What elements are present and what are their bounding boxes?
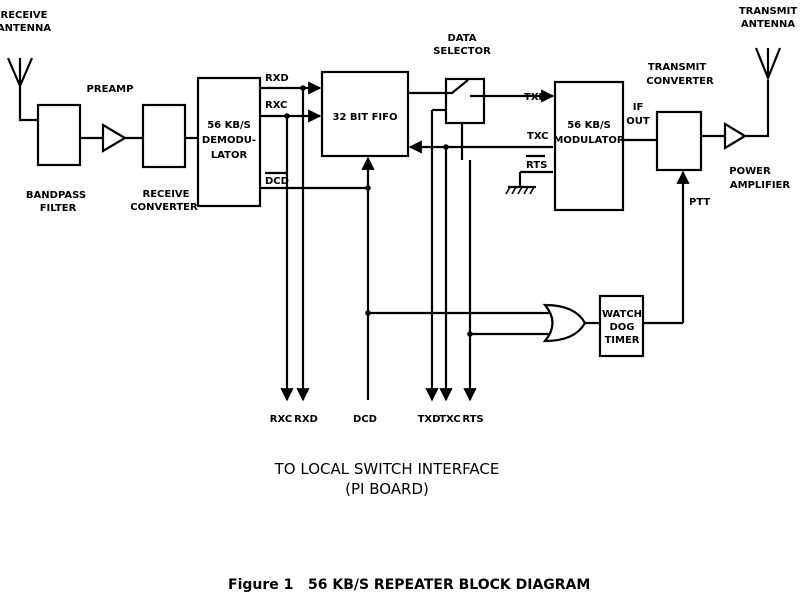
power-amplifier-label-2: AMPLIFIER: [730, 180, 790, 191]
fifo-block: [320, 70, 410, 158]
signal-txc-label: TXC: [527, 131, 549, 142]
demodulator-label-2: DEMODU-: [202, 135, 256, 146]
power-amplifier-label-1: POWER: [729, 166, 771, 177]
signal-dcd-label: DCD: [265, 176, 289, 187]
bottom-rxd-label: RXD: [294, 414, 318, 425]
signal-rts-label: RTS: [526, 160, 547, 171]
receive-converter-block: [141, 103, 187, 169]
watchdog-label-1: WATCH: [602, 309, 642, 320]
receive-antenna-label-2: ANTENNA: [0, 23, 51, 34]
watchdog-label-2: DOG: [609, 322, 634, 333]
bottom-rxc-label: RXC: [270, 414, 292, 425]
data-selector-label-2: SELECTOR: [433, 46, 491, 57]
receive-antenna-label-1: RECEIVE: [1, 10, 48, 21]
bandpass-filter-label-1: BANDPASS: [26, 190, 86, 201]
bandpass-filter-block: [36, 103, 82, 167]
demodulator-label-3: LATOR: [211, 150, 248, 161]
modulator-label-2: MODULATOR: [553, 135, 625, 146]
signal-rxd-label: RXD: [265, 73, 289, 84]
power-amplifier-triangle-icon: [723, 122, 748, 150]
figure-caption: Figure 1 56 KB/S REPEATER BLOCK DIAGRAM: [228, 577, 590, 593]
bottom-dcd-label: DCD: [353, 414, 377, 425]
modulator-label-1: 56 KB/S: [567, 120, 611, 131]
transmit-antenna-label-2: ANTENNA: [741, 19, 795, 30]
receive-converter-label-1: RECEIVE: [143, 189, 190, 200]
demodulator-label-1: 56 KB/S: [207, 120, 251, 131]
preamp-triangle-icon: [101, 123, 128, 153]
watchdog-label-3: TIMER: [604, 335, 639, 346]
if-out-label-2: OUT: [626, 116, 650, 127]
ptt-label: PTT: [689, 197, 710, 208]
if-out-label-1: IF: [633, 102, 644, 113]
preamp-label: PREAMP: [87, 84, 134, 95]
signal-rxc-label: RXC: [265, 100, 287, 111]
modulator-block: [553, 80, 625, 212]
signal-txd-label: TXD: [524, 92, 547, 103]
transmit-converter-label-1: TRANSMIT: [648, 62, 707, 73]
demodulator-block: [196, 76, 262, 208]
bottom-rts-label: RTS: [462, 414, 483, 425]
transmit-antenna-icon: [745, 47, 782, 138]
bottom-txd-label: TXD: [418, 414, 441, 425]
data-selector-label-1: DATA: [447, 33, 476, 44]
transmit-converter-label-2: CONVERTER: [646, 76, 714, 87]
receive-converter-label-2: CONVERTER: [130, 202, 198, 213]
fifo-label: 32 BIT FIFO: [333, 112, 398, 123]
bandpass-filter-label-2: FILTER: [40, 203, 77, 214]
transmit-antenna-label-1: TRANSMIT: [739, 6, 798, 17]
transmit-converter-block: [655, 110, 703, 172]
interface-caption-line-1: TO LOCAL SWITCH INTERFACE: [274, 460, 500, 478]
ground-icon: [505, 185, 536, 195]
interface-caption-line-2: (PI BOARD): [345, 480, 429, 498]
receive-antenna-icon: [6, 57, 38, 122]
bottom-txc-label: TXC: [439, 414, 461, 425]
or-gate-icon: [542, 303, 587, 343]
watchdog-timer-block: [598, 294, 645, 358]
data-selector-block: [444, 77, 486, 125]
